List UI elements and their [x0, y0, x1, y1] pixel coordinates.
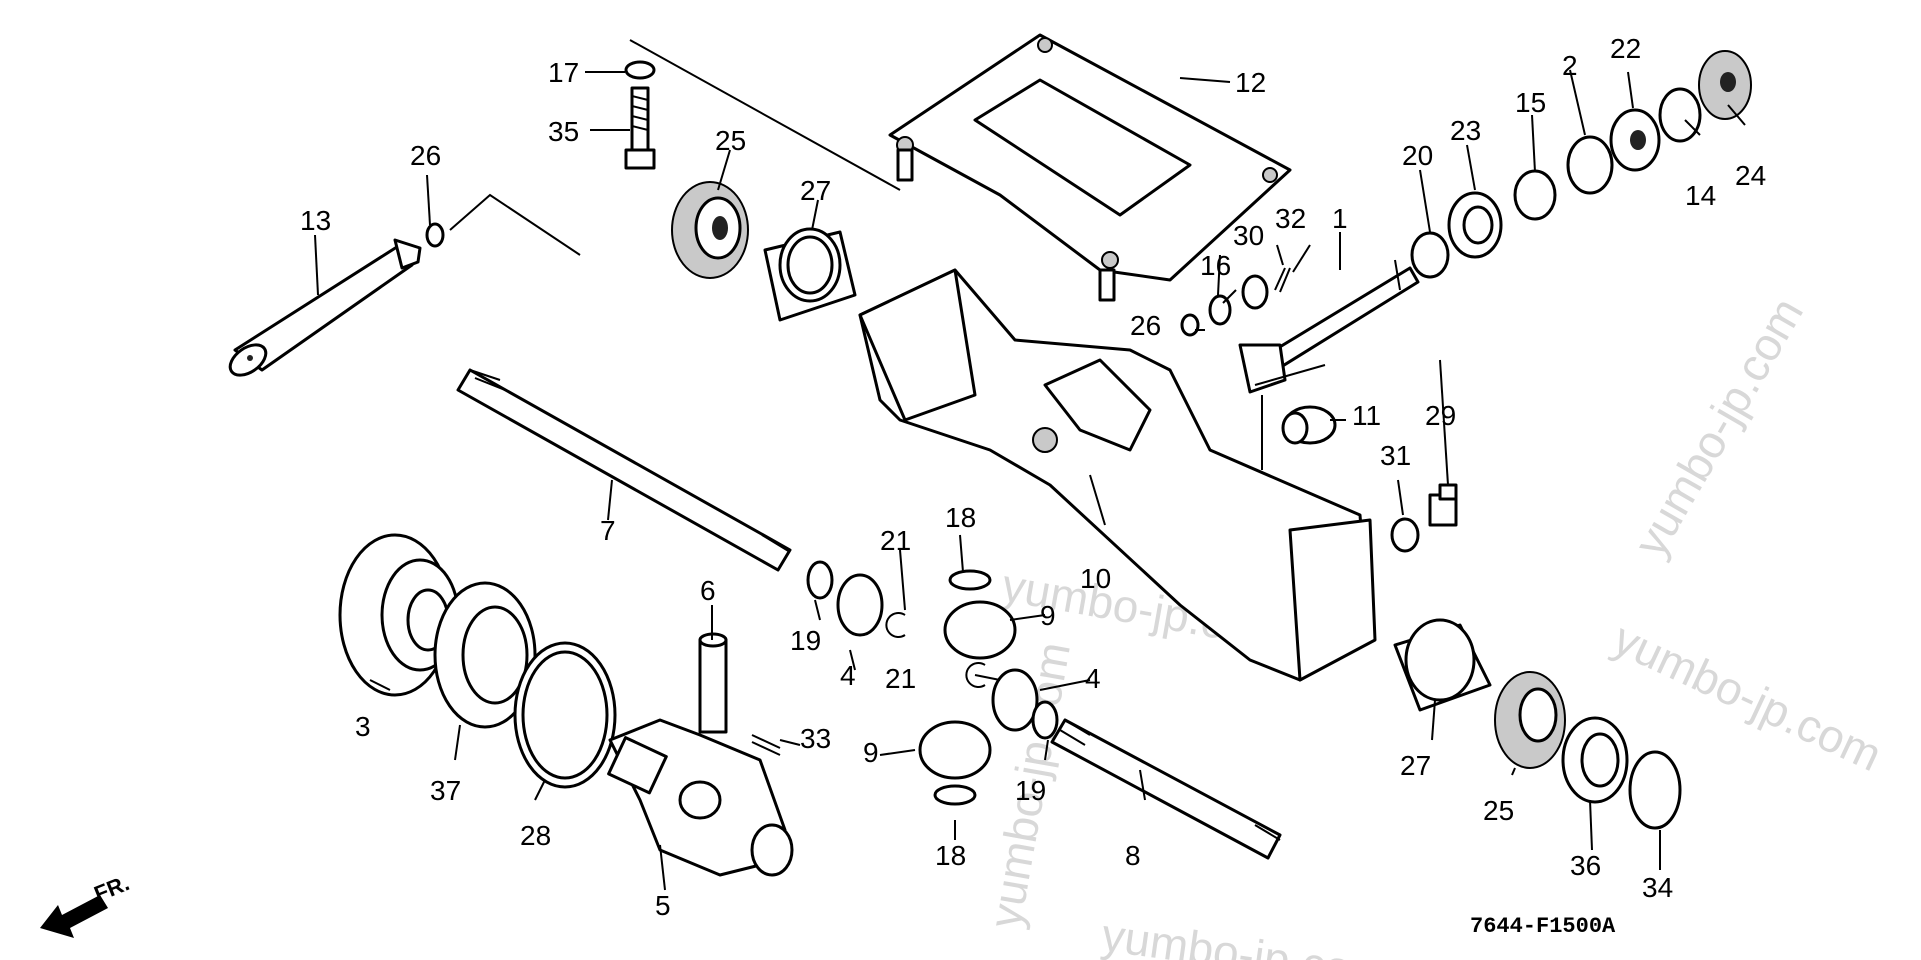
spur-gear: [1513, 169, 1557, 221]
pinion-gear: [991, 668, 1039, 732]
callout-26: 26: [410, 140, 441, 171]
watermark: yumbo-jp.com: [1624, 289, 1813, 565]
callout-31: 31: [1380, 440, 1411, 471]
washer: [1208, 294, 1232, 326]
callout-25b: 25: [1483, 795, 1514, 826]
callout-18b: 18: [935, 840, 966, 871]
ball-bearing: [1447, 191, 1503, 259]
bushing: [1393, 618, 1492, 712]
pivot-pin: [228, 238, 422, 377]
differential-case: [607, 718, 794, 877]
washer: [624, 60, 656, 80]
frame-plate: [888, 33, 1292, 302]
callout-9b: 9: [863, 737, 879, 768]
o-ring: [1180, 313, 1200, 337]
callout-27: 27: [800, 175, 831, 206]
callout-24: 24: [1735, 160, 1766, 191]
callout-13: 13: [300, 205, 331, 236]
callout-9: 9: [1040, 600, 1056, 631]
callout-21b: 21: [885, 663, 916, 694]
callout-11: 11: [1352, 400, 1381, 431]
callout-33: 33: [800, 723, 831, 754]
sealing-washer: [1390, 517, 1420, 553]
snap-ring: [965, 662, 986, 688]
callout-5: 5: [655, 890, 671, 921]
callout-23: 23: [1450, 115, 1481, 146]
callout-35: 35: [548, 116, 579, 147]
front-direction-arrow: FR.: [40, 870, 133, 938]
callout-14: 14: [1685, 180, 1716, 211]
callout-37: 37: [430, 775, 461, 806]
callout-26b: 26: [1130, 310, 1161, 341]
callout-29: 29: [1425, 400, 1456, 431]
washer: [948, 569, 992, 591]
thrust-washer: [1410, 231, 1450, 279]
axle-shaft-left: [456, 368, 792, 572]
callout-10: 10: [1080, 563, 1111, 594]
snap-ring: [1658, 87, 1702, 143]
callout-16: 16: [1200, 250, 1231, 281]
pinion-pin: [698, 632, 728, 734]
callout-2: 2: [1562, 50, 1578, 81]
ball-bearing: [671, 181, 749, 279]
callout-6: 6: [700, 575, 716, 606]
circlip: [1628, 750, 1682, 830]
callout-27b: 27: [1400, 750, 1431, 781]
callout-22: 22: [1610, 33, 1641, 64]
figure-code: 7644-F1500A: [1470, 914, 1616, 939]
washer: [806, 560, 834, 600]
washer: [1031, 700, 1059, 740]
axle-shaft-right: [1050, 718, 1282, 860]
bushing: [763, 227, 857, 322]
snap-ring: [885, 612, 906, 638]
shim-ring: [513, 641, 617, 789]
leader-lines: [314, 69, 1746, 891]
callout-4b: 4: [1085, 663, 1101, 694]
callout-4: 4: [840, 660, 856, 691]
callout-20: 20: [1402, 140, 1433, 171]
callout-36: 36: [1570, 850, 1601, 881]
callout-17: 17: [548, 57, 579, 88]
callout-21: 21: [880, 525, 911, 556]
watermark: yumbo-jp.com: [1099, 908, 1392, 960]
callout-28: 28: [520, 820, 551, 851]
flange-bolt: [624, 86, 656, 170]
ball-bearing: [1609, 108, 1661, 172]
leader-line: [629, 39, 901, 191]
needle-bearing: [1561, 716, 1629, 804]
drain-plug: [1428, 483, 1458, 527]
callout-34: 34: [1642, 872, 1673, 903]
ball-bearing: [433, 581, 537, 729]
leader-line: [449, 193, 581, 256]
pinion-gear: [836, 573, 884, 637]
castle-nut: [1241, 274, 1269, 310]
direction-label: FR.: [91, 870, 133, 906]
ball-bearing: [1494, 671, 1566, 769]
cotter-pin: [1274, 267, 1291, 293]
callout-19: 19: [790, 625, 821, 656]
o-ring: [425, 222, 445, 248]
callout-25: 25: [715, 125, 746, 156]
callout-18: 18: [945, 502, 976, 533]
callout-12: 12: [1235, 67, 1266, 98]
side-gear: [943, 600, 1017, 660]
axle-housing: [858, 268, 1377, 682]
leader-line: [1254, 364, 1326, 470]
callout-32: 32: [1275, 203, 1306, 234]
side-gear: [918, 720, 992, 780]
callout-8: 8: [1125, 840, 1141, 871]
spring-pin: [751, 734, 781, 756]
collar: [1566, 135, 1614, 195]
callout-30: 30: [1233, 220, 1264, 251]
callout-7: 7: [600, 515, 616, 546]
callout-1: 1: [1332, 203, 1348, 234]
washer: [933, 784, 977, 806]
callout-15: 15: [1515, 87, 1546, 118]
ring-gear: [338, 533, 460, 697]
ball-bearing: [1698, 50, 1752, 120]
cap: [1281, 405, 1337, 445]
callout-3: 3: [355, 711, 371, 742]
callout-19b: 19: [1015, 775, 1046, 806]
